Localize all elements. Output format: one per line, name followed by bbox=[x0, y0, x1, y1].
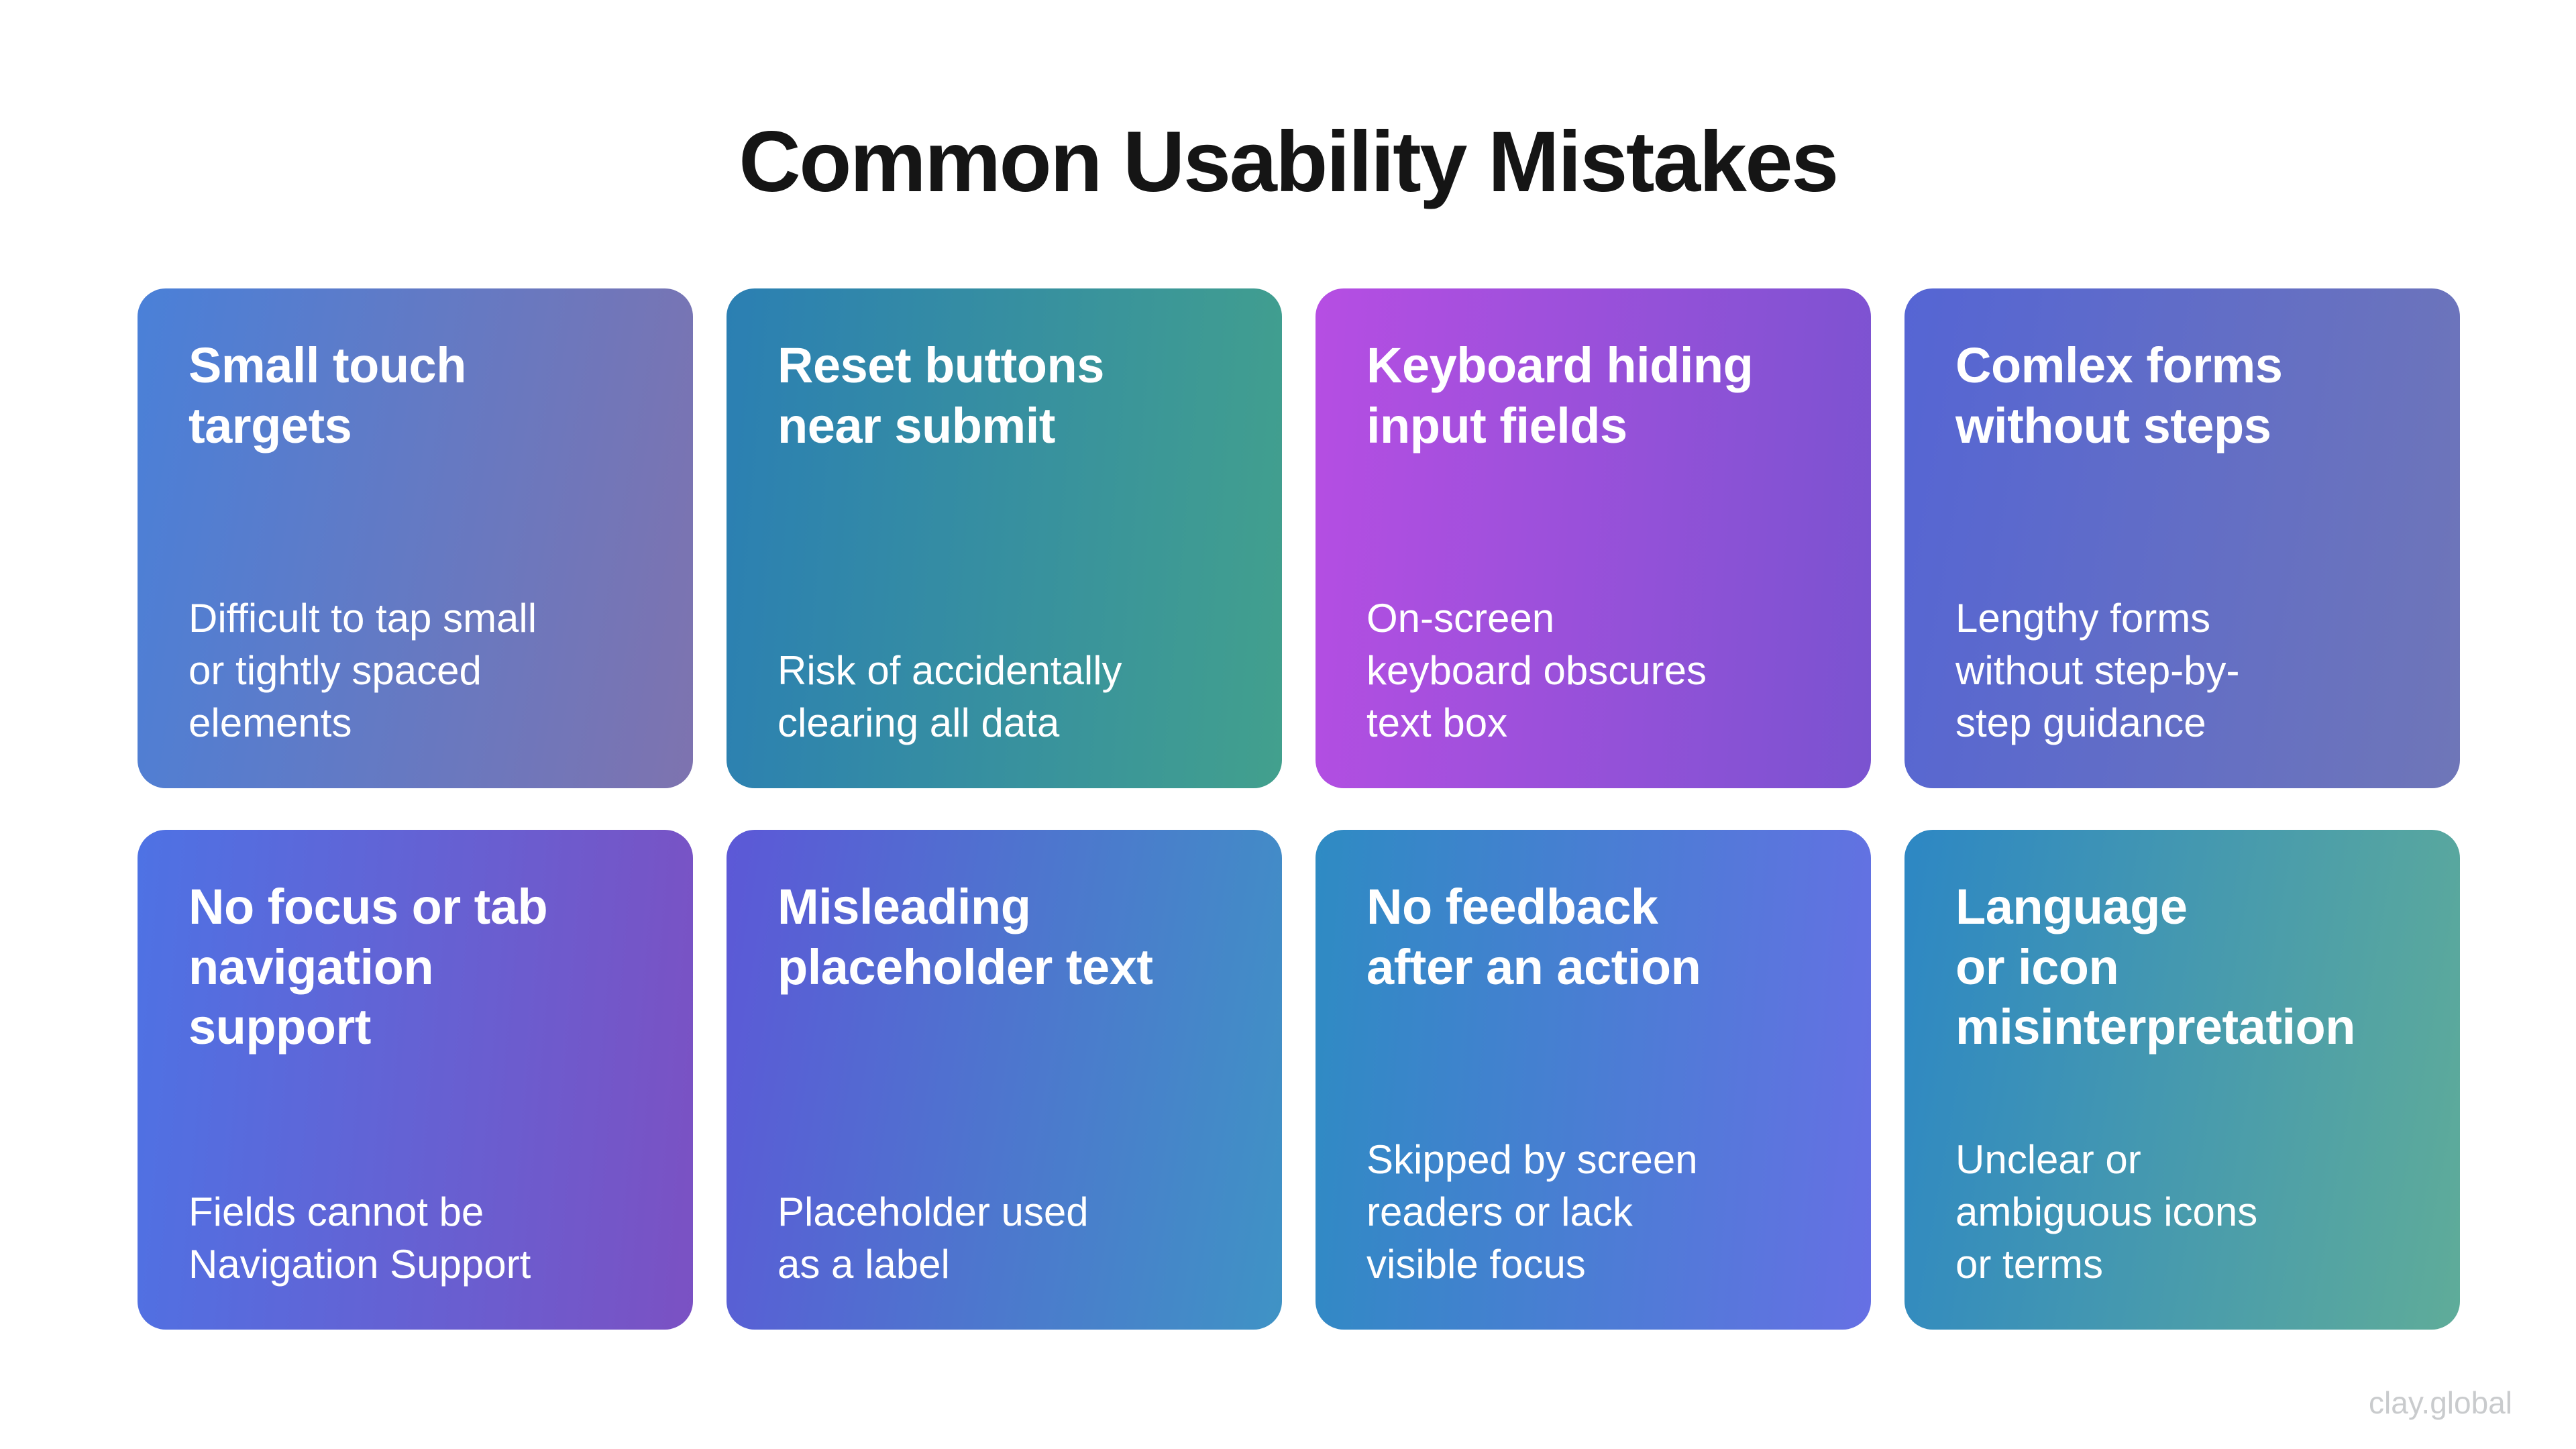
card-small-touch-targets: Small touch targets Difficult to tap sma… bbox=[138, 288, 693, 788]
card-description: Placeholder used as a label bbox=[777, 1189, 1089, 1287]
card-title: Language or icon misinterpretation bbox=[1955, 879, 2355, 1055]
card-title: Small touch targets bbox=[189, 337, 466, 453]
card-complex-forms-without-steps: Comlex forms without steps Lengthy forms… bbox=[1904, 288, 2460, 788]
card-language-or-icon-misinterpretation: Language or icon misinterpretation Uncle… bbox=[1904, 830, 2460, 1330]
card-title: Comlex forms without steps bbox=[1955, 337, 2283, 453]
card-title: No focus or tab navigation support bbox=[189, 879, 548, 1055]
card-description: On-screen keyboard obscures text box bbox=[1366, 596, 1707, 745]
card-description: Difficult to tap small or tightly spaced… bbox=[189, 596, 537, 745]
card-description: Lengthy forms without step-by- step guid… bbox=[1955, 596, 2240, 745]
cards-grid: Small touch targets Difficult to tap sma… bbox=[138, 288, 2460, 1330]
card-description: Skipped by screen readers or lack visibl… bbox=[1366, 1137, 1698, 1287]
card-no-focus-or-tab-navigation-support: No focus or tab navigation support Field… bbox=[138, 830, 693, 1330]
card-description: Unclear or ambiguous icons or terms bbox=[1955, 1137, 2258, 1287]
card-title: Keyboard hiding input fields bbox=[1366, 337, 1754, 453]
card-no-feedback-after-an-action: No feedback after an action Skipped by s… bbox=[1316, 830, 1871, 1330]
card-keyboard-hiding-input-fields: Keyboard hiding input fields On-screen k… bbox=[1316, 288, 1871, 788]
card-title: Reset buttons near submit bbox=[777, 337, 1104, 453]
card-reset-buttons-near-submit: Reset buttons near submit Risk of accide… bbox=[727, 288, 1282, 788]
watermark: clay.global bbox=[2369, 1385, 2512, 1420]
card-description: Fields cannot be Navigation Support bbox=[189, 1189, 531, 1287]
card-title: Misleading placeholder text bbox=[777, 879, 1153, 995]
card-description: Risk of accidentally clearing all data bbox=[777, 648, 1122, 745]
page-title: Common Usability Mistakes bbox=[739, 114, 1839, 210]
card-misleading-placeholder-text: Misleading placeholder text Placeholder … bbox=[727, 830, 1282, 1330]
card-title: No feedback after an action bbox=[1366, 879, 1701, 995]
